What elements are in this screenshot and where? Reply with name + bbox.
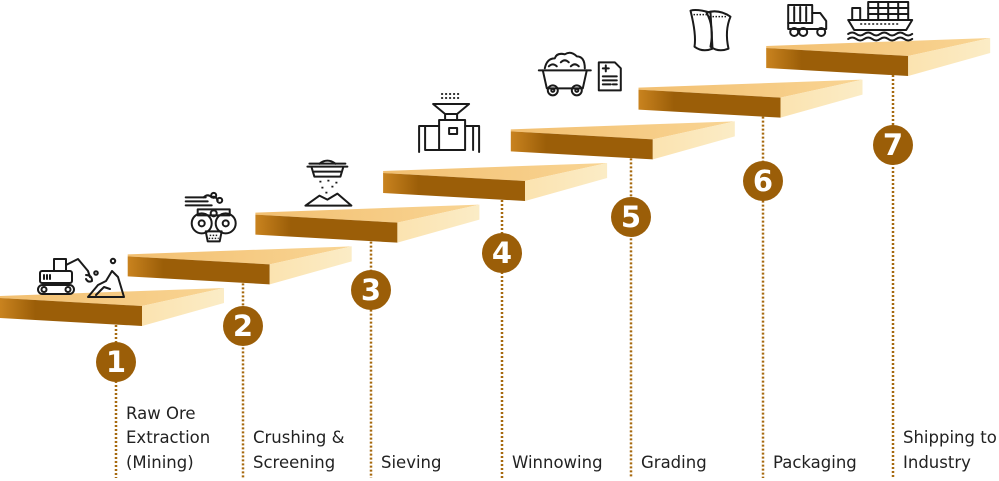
step-number-badge-2: 2 [223,306,263,346]
ore-pile-icon [87,257,125,298]
cargo-ship-icon [847,0,914,42]
step-number-badge-3: 3 [351,270,391,310]
step-label-6: Packaging [773,451,857,476]
sieve-icon [304,159,353,207]
step-label-line: Sieving [381,452,442,472]
step-label-line: Packaging [773,452,857,472]
step-number: 2 [233,309,253,343]
step-label-line: Screening [253,452,336,472]
number-circle [743,161,783,201]
crusher-icon [184,191,237,243]
step-front-face [383,172,526,201]
step-platform-1 [0,288,224,326]
step-top-face [255,204,480,223]
step-platform-3 [255,204,480,243]
step-number-badge-5: 5 [611,197,651,237]
step-side-face [525,162,608,201]
step-number: 7 [883,128,903,162]
step-label-7: Shipping to Industry [903,426,997,475]
number-circle [873,125,913,165]
step-label-4: Winnowing [512,451,603,476]
step-platform-6 [638,79,863,118]
step-front-face [0,298,142,326]
step-number: 5 [621,200,641,234]
number-circle [96,342,136,382]
step-label-line: Raw Ore [126,403,196,423]
step-label-line: Industry [903,452,971,472]
step-label-line: Grading [641,452,707,472]
step-platform-7 [766,37,991,76]
bags-icon [689,8,732,52]
step-top-face [127,246,352,265]
step-front-face [510,131,653,160]
number-circle [611,197,651,237]
excavator-icon [37,258,93,295]
step-label-2: Crushing & Screening [253,426,344,475]
step-side-face [142,288,224,326]
step-label-3: Sieving [381,451,442,476]
document-icon [597,61,622,92]
step-number: 1 [106,345,126,379]
step-label-line: Winnowing [512,452,603,472]
step-label-line: Extraction [126,428,211,447]
step-top-face [510,121,735,140]
step-label-line: Crushing & [253,428,345,447]
step-platform-4 [383,162,608,201]
step-number: 4 [492,236,512,270]
step-label-line: (Mining) [126,452,194,472]
number-circle [351,270,391,310]
step-front-face [766,47,909,76]
step-front-face [638,89,781,118]
truck-icon [787,3,828,37]
step-side-face [652,121,735,160]
step-side-face [269,246,352,285]
step-side-face [908,37,991,76]
step-platform-5 [510,121,735,160]
step-side-face [397,204,480,243]
number-circle [223,306,263,346]
step-number-badge-1: 1 [96,342,136,382]
step-top-face [638,79,863,98]
step-top-face [766,37,991,56]
step-front-face [127,256,270,285]
step-number-badge-4: 4 [482,233,522,273]
step-number-badge-7: 7 [873,125,913,165]
step-label-5: Grading [641,451,707,476]
step-front-face [255,214,398,243]
step-number-badge-6: 6 [743,161,783,201]
step-top-face [383,162,608,181]
winnowing-machine-icon [418,93,481,153]
mine-cart-icon [537,51,592,97]
step-number: 3 [361,273,381,307]
number-circle [482,233,522,273]
step-side-face [780,79,863,118]
step-platform-2 [127,246,352,285]
step-number: 6 [753,164,773,198]
step-label-line: Shipping to [903,428,997,447]
